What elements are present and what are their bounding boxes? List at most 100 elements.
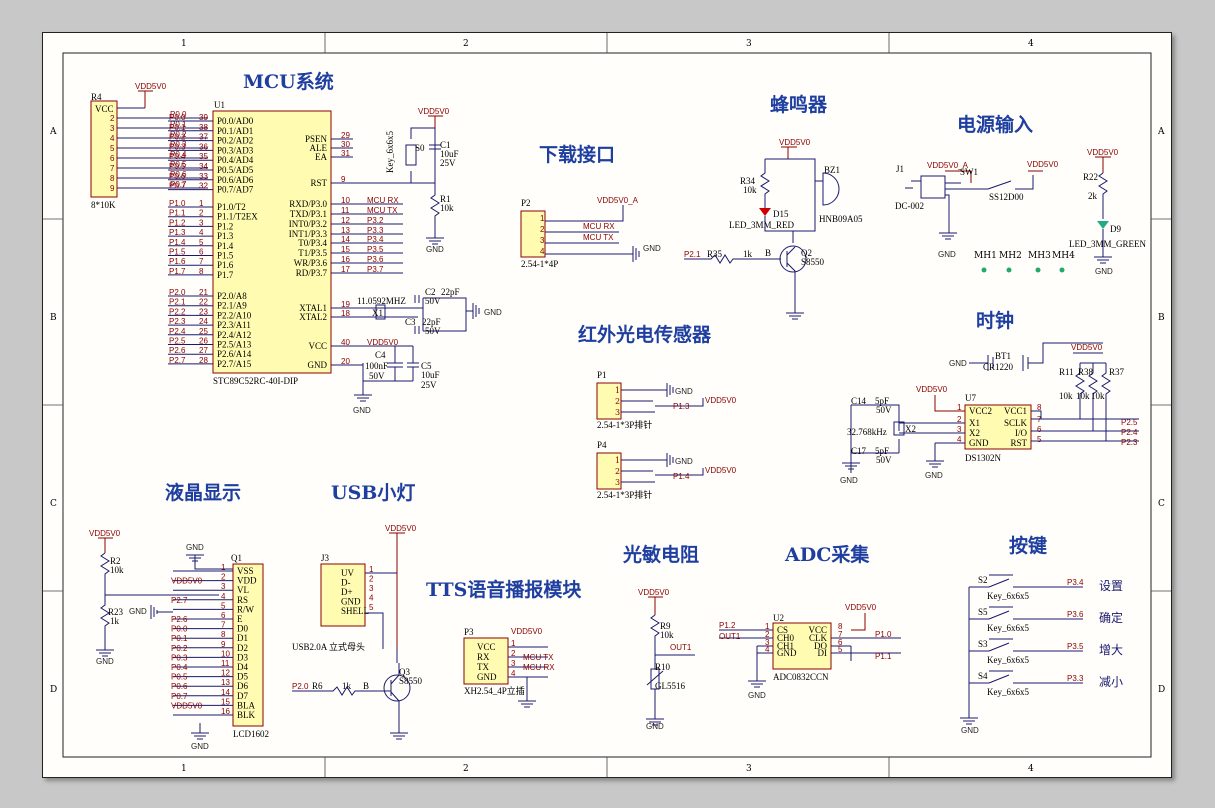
lcd-pin-number: 4 (221, 592, 226, 601)
lcd-pin-number: 10 (221, 649, 230, 658)
u7-left-pin-number: 4 (957, 435, 962, 444)
reset-s0: S0 (415, 143, 425, 153)
power-vdd: VDD5V0 (1027, 160, 1059, 169)
u7-gnd: GND (925, 471, 943, 480)
r4-body (90, 100, 118, 198)
u1-left-pin-number: 4 (199, 228, 204, 237)
reset-gnd: GND (426, 245, 444, 254)
c5-ref: C5 (421, 361, 432, 371)
u1-left-pin-number: 28 (199, 356, 208, 365)
adc-right-pin-number: 6 (838, 638, 843, 647)
r34-ref: R34 (740, 176, 756, 186)
u1-left-pin-name: P2.2/A10 (217, 310, 252, 320)
u7-left-pin-name: VCC2 (969, 406, 992, 416)
p1-part: 2.54-1*3P排针 (597, 419, 652, 430)
u1-left-pin-number: 2 (199, 209, 204, 218)
lcd-pin-name: VSS (237, 566, 254, 576)
u1-right-net: VDD5V0 (367, 338, 399, 347)
u7-left-pin-number: 2 (957, 415, 962, 424)
j1-jack (920, 175, 946, 199)
tts-pin-name: GND (477, 672, 497, 682)
lcd-circuit: VDD5V0 R2 10k R23 1k GND GND GND Q1 LCD1… (89, 529, 269, 751)
tts-vdd: VDD5V0 (511, 627, 543, 636)
r37-ref: R37 (1109, 367, 1125, 377)
c17-v: 50V (876, 455, 892, 465)
r35-ref: R35 (707, 249, 723, 259)
title-tts: TTS语音播报模块 (426, 578, 582, 601)
adc-right-pin-number: 7 (838, 630, 843, 639)
u1-right-pin-number: 11 (341, 206, 350, 215)
r23-val: 1k (110, 616, 120, 626)
r1-val: 10k (440, 203, 454, 213)
title-usb: USB小灯 (331, 482, 415, 504)
u1-right-pin-number: 9 (341, 175, 346, 184)
lcd-pin-number: 7 (221, 621, 226, 630)
lcd-net-label: P0.2 (171, 644, 188, 653)
u1-ref: U1 (214, 100, 225, 110)
u1-left-pin-name: P0.3/AD3 (217, 145, 254, 155)
q3-b: B (363, 681, 369, 691)
lcd-pin-name: D2 (237, 643, 248, 653)
u7-ref: U7 (965, 393, 976, 403)
u1-right-pin-number: 18 (341, 309, 350, 318)
zone-ticks (43, 33, 1171, 777)
adc-net-di: P1.1 (875, 652, 892, 661)
ldr-out: OUT1 (670, 643, 692, 652)
bt1-ref: BT1 (995, 351, 1011, 361)
u1-left-pin-number: 33 (199, 172, 208, 181)
lcd-pin-name: BLK (237, 710, 256, 720)
p1-gnd: GND (675, 387, 693, 396)
u1-left-pin-number: 7 (199, 257, 204, 266)
row-label: B (1158, 313, 1165, 323)
crystal-freq: 11.0592MHZ (357, 296, 406, 306)
q2-transistor (779, 245, 807, 273)
p2-part: 2.54-1*4P (521, 259, 558, 269)
u1-left-pin-number: 21 (199, 288, 208, 297)
key-net: P3.3 (1067, 674, 1084, 683)
c2-val: 22pF (441, 287, 460, 297)
u1-part: STC89C52RC-40I-DIP (213, 376, 298, 386)
row-label: A (49, 127, 57, 137)
u1-left-pin-number: 3 (199, 218, 204, 227)
power-gnd: GND (938, 250, 956, 259)
u1-right-pin-number: 15 (341, 245, 350, 254)
lcd-pin-number: 6 (221, 611, 226, 620)
u1-left-pin-name: P2.0/A8 (217, 291, 247, 301)
adc-vdd: VDD5V0 (845, 603, 877, 612)
bz1-part: HNB09A05 (819, 214, 863, 224)
u1-left-net: P1.4 (169, 238, 186, 247)
mh3: MH3 (1028, 251, 1051, 261)
lcd-pin-name: D3 (237, 652, 248, 662)
lcd-pin-name: RS (237, 595, 248, 605)
u1-right-pin-name: PSEN (305, 134, 328, 144)
j3-body (320, 563, 366, 627)
r4-vdd-net: VDD5V0 (135, 82, 167, 91)
r4-pin-number: 8 (110, 174, 115, 183)
lcd-pin-name: D4 (237, 662, 248, 672)
x2-ref: X2 (905, 424, 916, 434)
r4-pin-number: 2 (110, 114, 115, 123)
r1-ref: R1 (440, 194, 451, 204)
u1-right-pin-number: 17 (341, 265, 350, 274)
row-label: A (1157, 127, 1165, 137)
u1-right-pin-number: 20 (341, 357, 350, 366)
r4-net-label: P0.7 (170, 180, 187, 189)
lcd-gnd-2: GND (129, 607, 147, 616)
lcd-part: LCD1602 (233, 729, 269, 739)
row-labels: A B C D A B C D (49, 127, 1165, 695)
p4-gnd: GND (675, 457, 693, 466)
p1-vdd: VDD5V0 (705, 396, 737, 405)
r6-val: 1k (342, 681, 352, 691)
bt1-gnd: GND (949, 359, 967, 368)
clock-vdd: VDD5V0 (1071, 343, 1103, 352)
lcd-pin-number: 11 (221, 659, 230, 668)
d15-ref: D15 (773, 209, 789, 219)
x1-ref: X1 (372, 308, 383, 318)
r4-net-label: P0.5 (170, 160, 187, 169)
row-label: B (50, 313, 57, 323)
power-net-a: VDD5V0_A (927, 161, 969, 170)
col-label: 4 (1028, 39, 1034, 49)
d9-ref: D9 (1110, 224, 1121, 234)
